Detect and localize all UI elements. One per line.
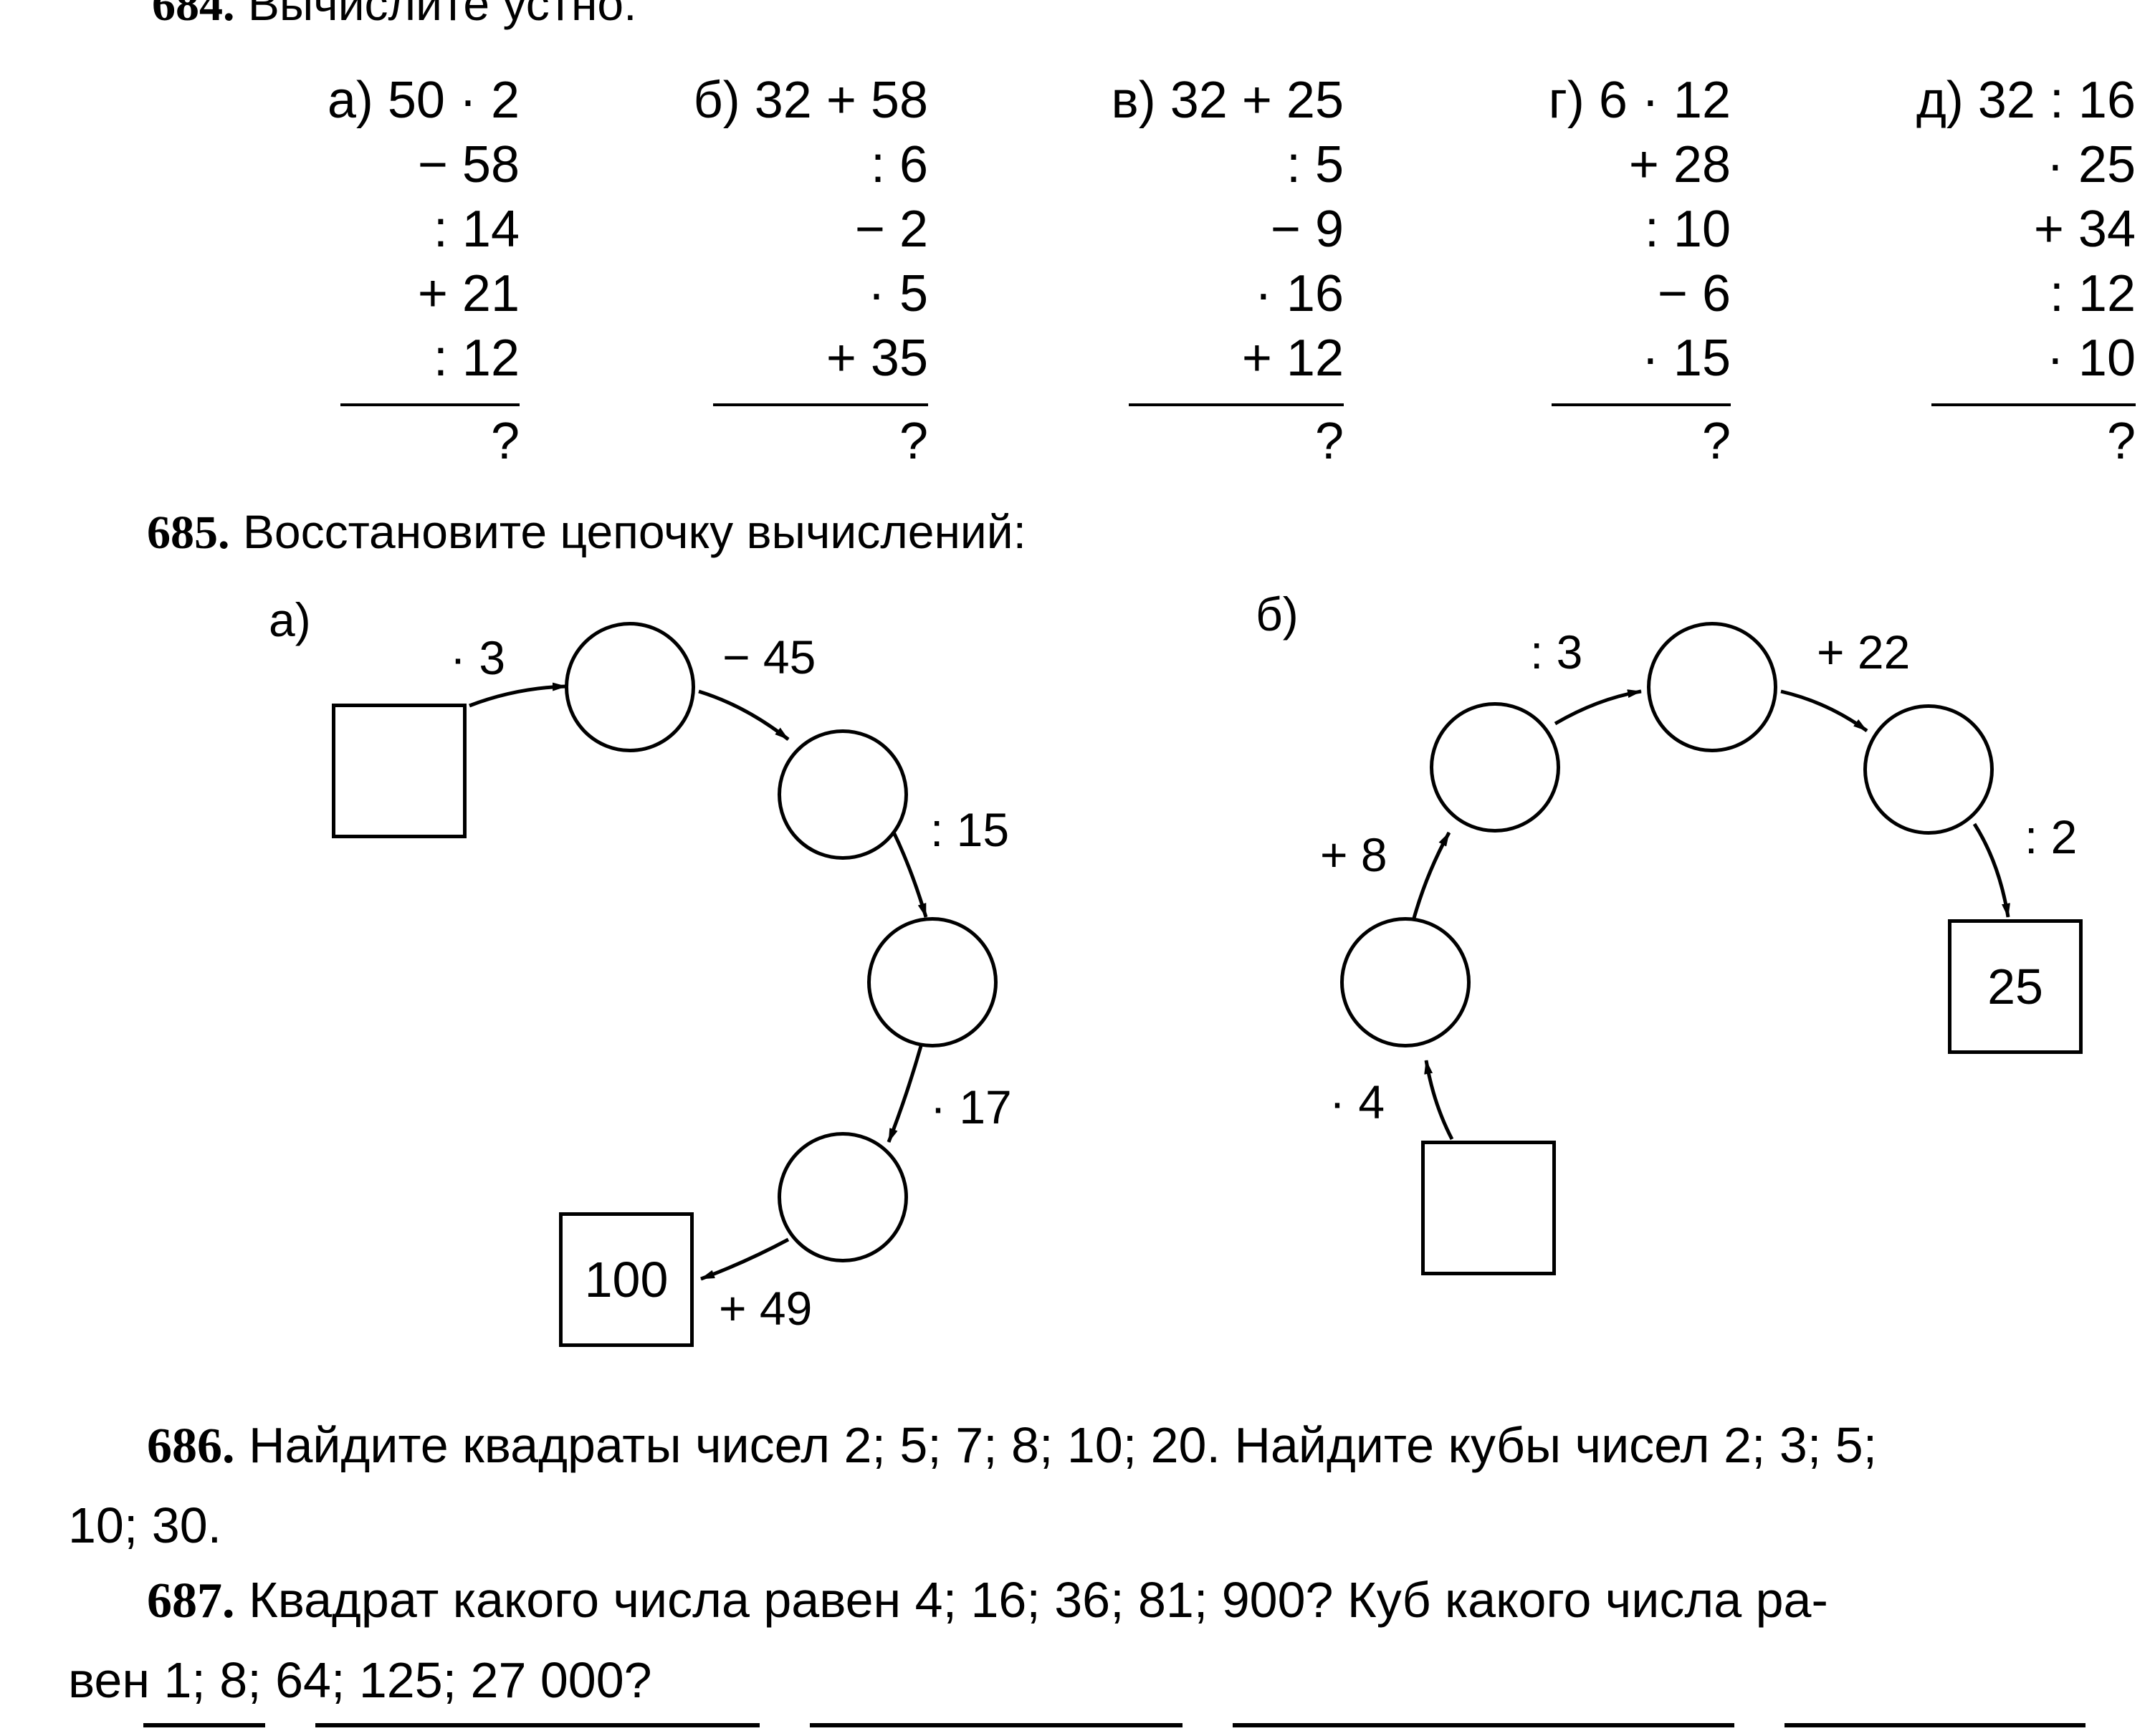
exercise-684-text: Вычислите устно: xyxy=(247,0,637,30)
calc-line: г) 6 · 12 xyxy=(1548,72,1731,129)
calc-line: д) 32 : 16 xyxy=(1916,72,2136,129)
chain-a-result-box: 100 xyxy=(559,1212,694,1347)
calc-line: − 9 xyxy=(1270,201,1344,258)
chain-b-circle-2 xyxy=(1430,702,1560,833)
result-placeholder: ? xyxy=(1701,413,1731,470)
chain-b-circle-3 xyxy=(1647,622,1777,752)
chain-b-op-5: : 2 xyxy=(2025,810,2078,863)
chain-b-arrow-3 xyxy=(1554,689,1642,726)
chain-b-circle-1 xyxy=(1340,917,1471,1047)
chain-b-op-2: + 8 xyxy=(1320,828,1387,881)
exercise-686: 686. Найдите квадраты чисел 2; 5; 7; 8; … xyxy=(68,1406,2139,1565)
chain-a-arrow-5 xyxy=(700,1237,790,1281)
chain-b-arrow-4 xyxy=(1780,689,1868,733)
result-rule xyxy=(1129,403,1344,406)
chain-b-arrow-2 xyxy=(1411,831,1451,921)
exercise-684-column-v: в) 32 + 25 : 5 − 9 · 16 + 12 ? xyxy=(1057,68,1344,474)
chain-a-op-3: : 15 xyxy=(930,803,1010,856)
exercise-687-text-1: Квадрат какого числа равен 4; 16; 36; 81… xyxy=(248,1572,1828,1628)
exercise-687-number: 687. xyxy=(147,1573,235,1629)
calc-line: · 25 xyxy=(2046,136,2136,193)
calc-line: + 28 xyxy=(1628,136,1731,193)
calc-line: : 10 xyxy=(1644,201,1731,258)
chain-b-label: б) xyxy=(1256,588,1299,641)
calc-line: · 16 xyxy=(1254,265,1344,322)
calc-line: · 15 xyxy=(1641,330,1731,387)
chain-a-circle-4 xyxy=(778,1132,908,1262)
result-rule xyxy=(1552,403,1731,406)
chain-a-result-value: 100 xyxy=(584,1252,669,1308)
calc-line: · 5 xyxy=(867,265,928,322)
chain-a-circle-3 xyxy=(867,917,998,1047)
calc-line: : 6 xyxy=(870,136,928,193)
result-rule xyxy=(340,403,520,406)
calc-line: : 5 xyxy=(1286,136,1344,193)
chain-b-op-3: : 3 xyxy=(1530,625,1583,678)
calc-line: а) 50 · 2 xyxy=(327,72,520,129)
calc-line: · 10 xyxy=(2046,330,2136,387)
chain-a-op-2: − 45 xyxy=(722,630,816,684)
result-placeholder: ? xyxy=(899,413,928,470)
calc-line: в) 32 + 25 xyxy=(1111,72,1344,129)
exercise-685-text: Восстановите цепочку вычислений: xyxy=(242,505,1026,558)
exercise-686-text-1: Найдите квадраты чисел 2; 5; 7; 8; 10; 2… xyxy=(248,1417,1878,1473)
chain-b-result-value: 25 xyxy=(1987,959,2043,1015)
chain-b-arrow-1 xyxy=(1424,1060,1454,1141)
exercise-687: 687. Квадрат какого числа равен 4; 16; 3… xyxy=(68,1560,2139,1720)
result-rule xyxy=(1931,403,2136,406)
exercise-685-title: 685. Восстановите цепочку вычислений: xyxy=(147,508,1026,557)
exercise-684-column-a: а) 50 · 2 − 58 : 14 + 21 : 12 ? xyxy=(276,68,520,474)
exercise-684-column-b: б) 32 + 58 : 6 − 2 · 5 + 35 ? xyxy=(649,68,928,474)
chain-a-op-5: + 49 xyxy=(719,1282,813,1335)
chain-a-op-1: · 3 xyxy=(450,631,506,684)
chain-b-op-4: + 22 xyxy=(1817,625,1911,678)
exercise-684-column-d: д) 32 : 16 · 25 + 34 : 12 · 10 ? xyxy=(1863,68,2136,474)
calc-line: + 34 xyxy=(2033,201,2136,258)
result-placeholder: ? xyxy=(2106,413,2136,470)
result-rule xyxy=(713,403,928,406)
chain-b-arrow-5 xyxy=(1972,823,2010,918)
exercise-686-line-1: 686. Найдите квадраты чисел 2; 5; 7; 8; … xyxy=(68,1406,2139,1486)
exercise-687-line-2: вен 1; 8; 64; 125; 27 000? xyxy=(68,1652,652,1708)
exercise-685-number: 685. xyxy=(147,507,230,559)
result-placeholder: ? xyxy=(1314,413,1344,470)
exercise-686-number: 686. xyxy=(147,1419,235,1474)
exercise-684-column-g: г) 6 · 12 + 28 : 10 − 6 · 15 ? xyxy=(1487,68,1731,474)
calc-line: + 12 xyxy=(1241,330,1344,387)
chain-b-result-box: 25 xyxy=(1948,919,2083,1054)
calc-line: − 58 xyxy=(417,136,520,193)
calc-line: : 12 xyxy=(2049,265,2136,322)
calc-line: + 35 xyxy=(826,330,928,387)
exercise-686-line-2: 10; 30. xyxy=(68,1497,222,1553)
calc-line: : 14 xyxy=(433,201,520,258)
chain-b-circle-4 xyxy=(1863,704,1994,835)
cut-off-text-fragment xyxy=(143,1723,2114,1730)
chain-b-start-box xyxy=(1421,1141,1556,1275)
calc-line: + 21 xyxy=(417,265,520,322)
calc-line: − 6 xyxy=(1657,265,1731,322)
chain-a-circle-1 xyxy=(565,622,695,752)
calc-line: : 12 xyxy=(433,330,520,387)
result-placeholder: ? xyxy=(490,413,520,470)
chain-a-op-4: · 17 xyxy=(930,1080,1012,1133)
chain-a-circle-2 xyxy=(778,729,908,860)
exercise-687-line-1: 687. Квадрат какого числа равен 4; 16; 3… xyxy=(68,1560,2139,1641)
chain-a-arrow-4 xyxy=(887,1045,923,1143)
chain-a-label: а) xyxy=(269,593,311,646)
chain-b-op-1: · 4 xyxy=(1329,1075,1385,1128)
chain-a-arrow-2 xyxy=(698,689,790,741)
exercise-684-number: 684. xyxy=(152,0,235,31)
chain-a-arrow-1 xyxy=(469,682,567,708)
calc-line: − 2 xyxy=(854,201,928,258)
exercise-684-title: 684. Вычислите устно: xyxy=(152,0,636,29)
chain-a-start-box xyxy=(332,704,467,838)
calc-line: б) 32 + 58 xyxy=(693,72,928,129)
